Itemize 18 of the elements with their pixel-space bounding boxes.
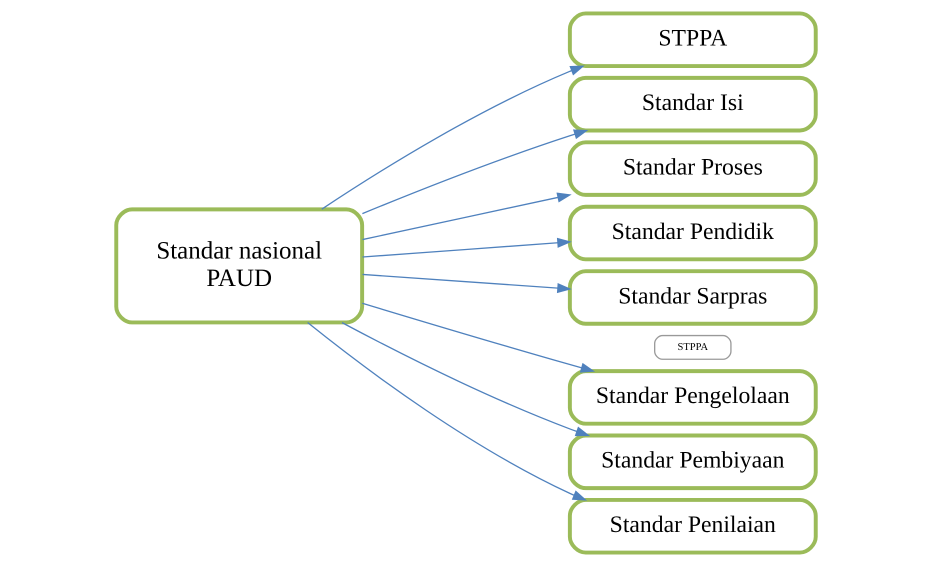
arrow bbox=[362, 129, 588, 214]
node-box: Standar nasional PAUD bbox=[114, 207, 364, 324]
arrow bbox=[362, 238, 572, 258]
node-box: Standar Sarpras bbox=[567, 269, 818, 326]
node-box: Standar Penilaian bbox=[567, 498, 818, 554]
arrow bbox=[341, 322, 590, 436]
arrow bbox=[320, 66, 584, 210]
node-box: Standar Proses bbox=[567, 140, 818, 197]
arrow bbox=[362, 192, 572, 240]
node-box: Standar Pengelolaan bbox=[567, 369, 818, 426]
node-box: Standar Pendidik bbox=[567, 204, 818, 262]
arrow bbox=[362, 274, 572, 294]
arrow bbox=[362, 302, 595, 373]
node-box: Standar Isi bbox=[567, 76, 818, 132]
node-box: STPPA bbox=[567, 12, 818, 68]
arrow bbox=[306, 322, 587, 501]
node-box: STPPA bbox=[654, 334, 732, 360]
node-box: Standar Pembiyaan bbox=[567, 434, 818, 490]
